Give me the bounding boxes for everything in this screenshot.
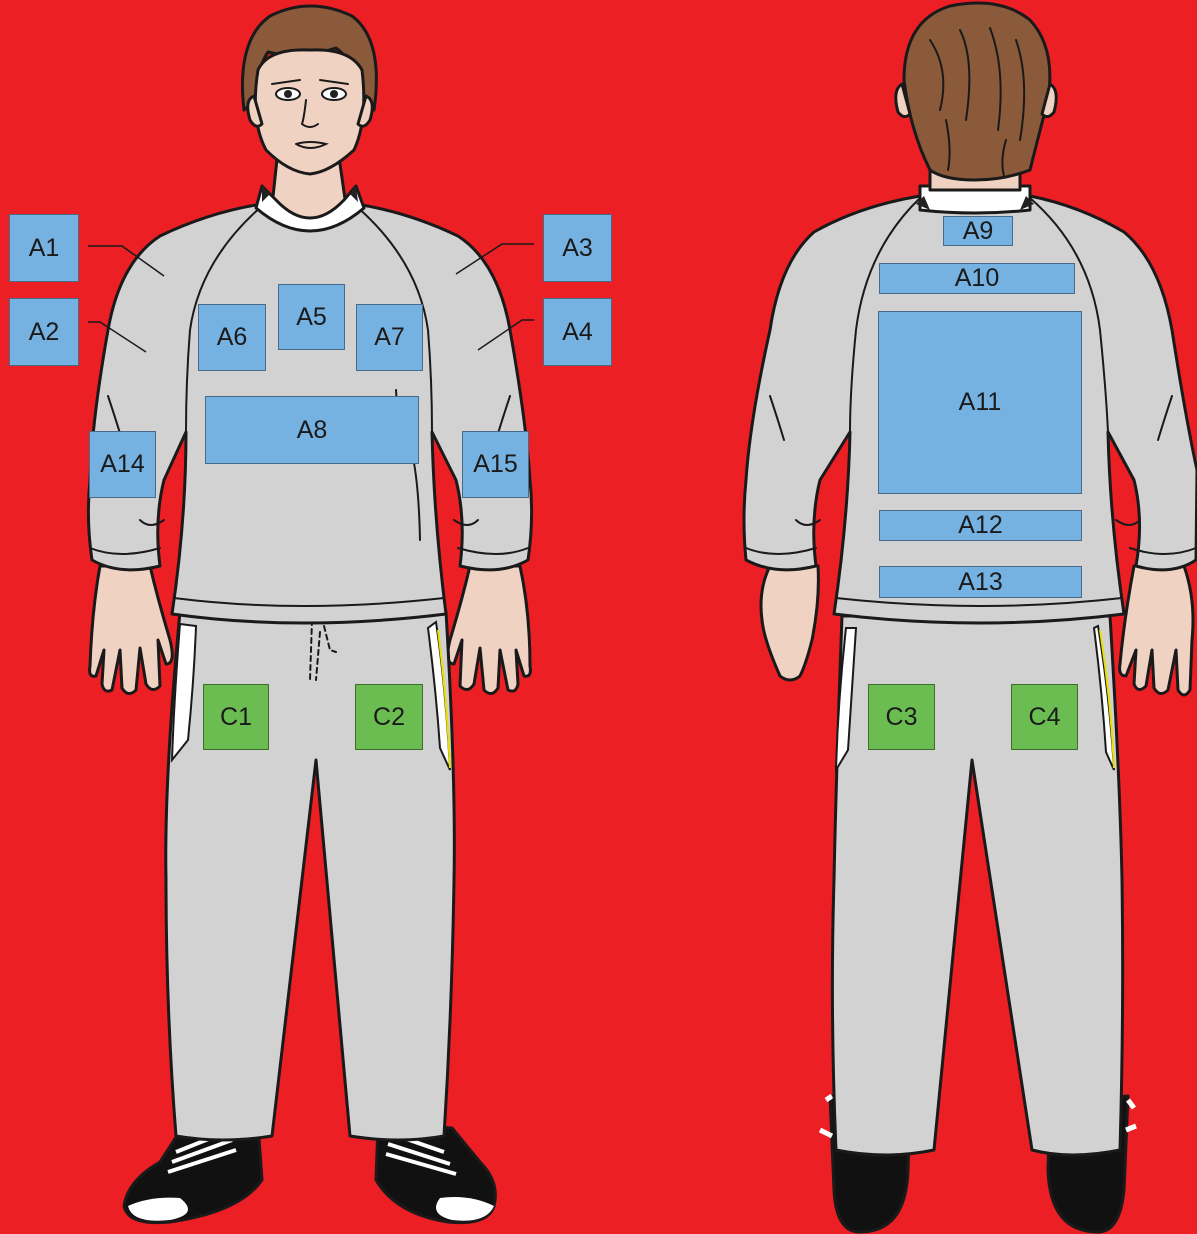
back-view-figure [744,3,1197,1232]
zone-a9: A9 [943,216,1013,246]
zone-a4: A4 [543,298,612,366]
zone-a3: A3 [543,214,612,282]
zone-c4: C4 [1011,684,1078,750]
zone-a13: A13 [879,566,1082,598]
back-head [896,3,1057,180]
front-left-hand [90,566,173,694]
zone-c2: C2 [355,684,423,750]
zone-a10: A10 [879,263,1075,294]
zone-a8: A8 [205,396,419,464]
front-view-figure [88,6,531,1223]
front-head [242,6,376,174]
zone-a5: A5 [278,284,345,350]
zone-a14: A14 [89,431,156,498]
zone-a2: A2 [9,298,79,366]
zone-a7: A7 [356,304,423,371]
zone-c1: C1 [203,684,269,750]
zone-a6: A6 [198,304,266,371]
back-left-hand [761,566,818,680]
zone-a11: A11 [878,311,1082,494]
zone-a15: A15 [462,431,529,498]
front-right-hand [448,566,531,694]
zone-c3: C3 [868,684,935,750]
back-right-hand [1120,566,1193,695]
zone-a1: A1 [9,214,79,282]
zone-a12: A12 [879,510,1082,541]
